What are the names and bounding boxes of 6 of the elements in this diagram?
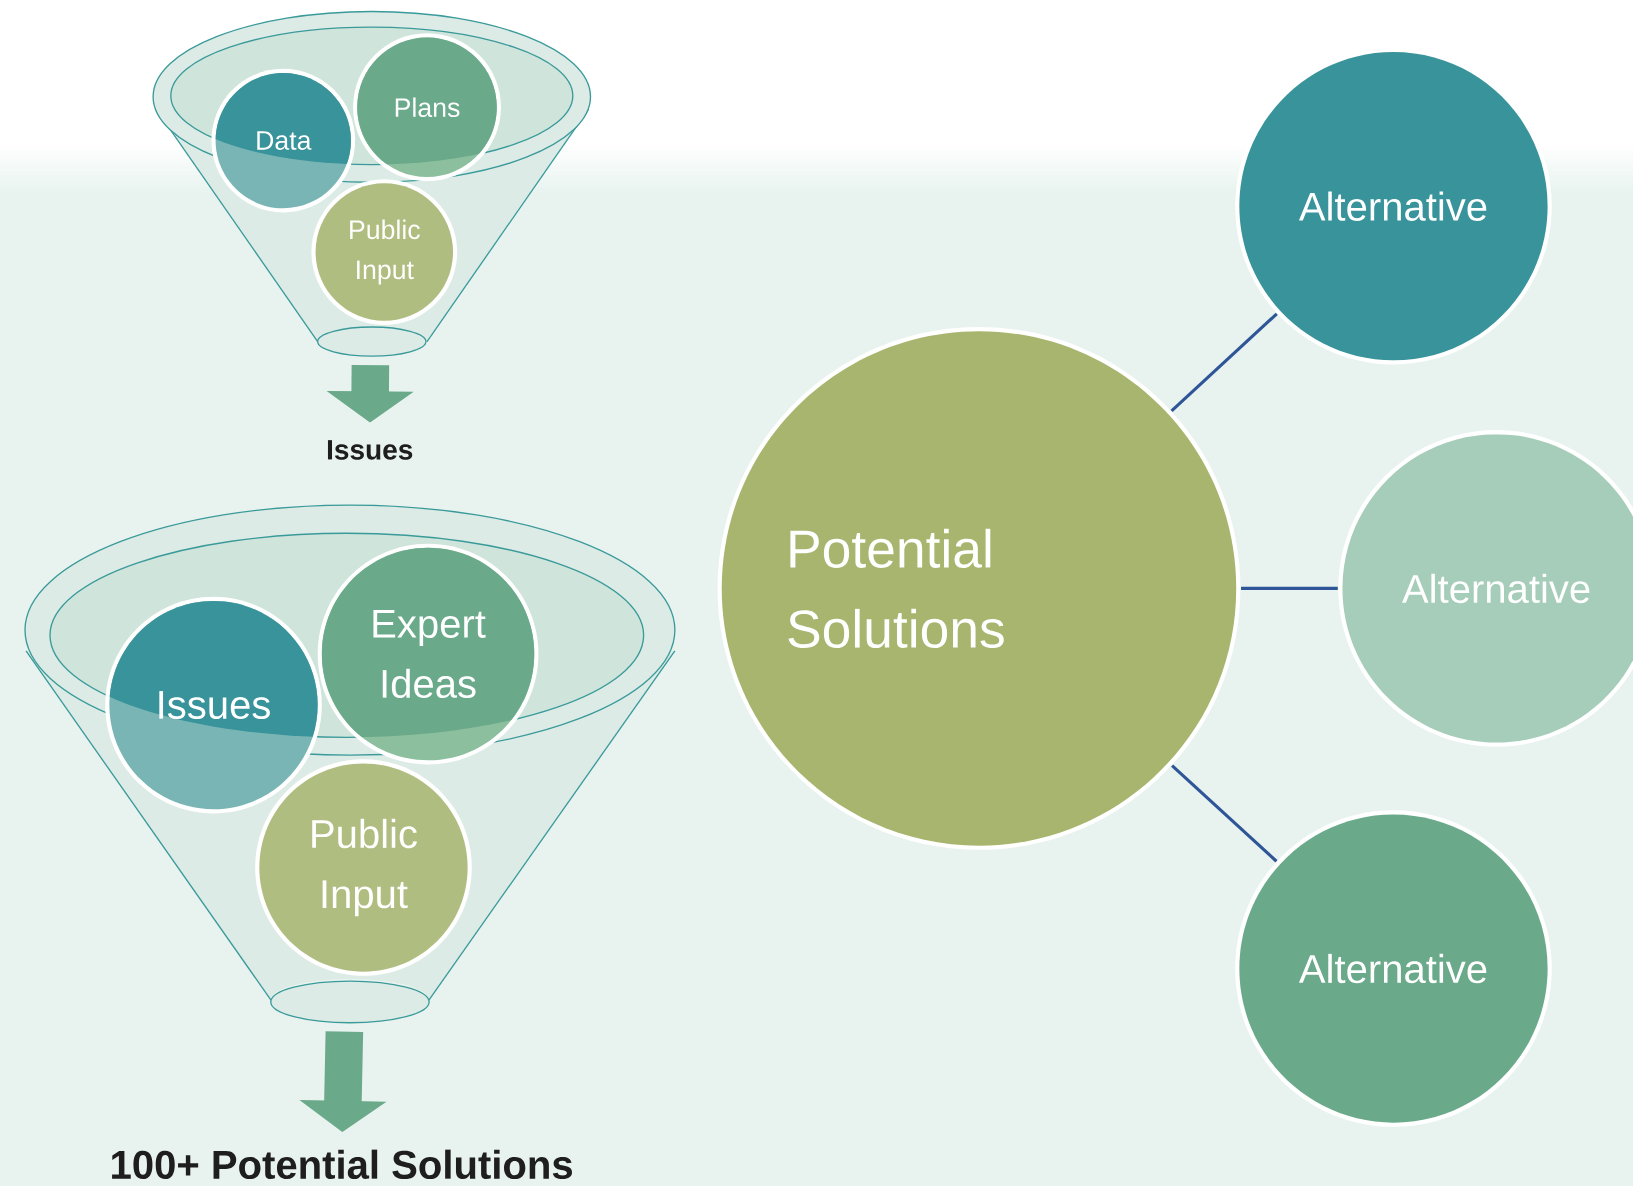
caption-text: 100+ Potential Solutions — [112, 1149, 572, 1179]
caption-text: Issues — [327, 440, 413, 460]
connector-line — [1171, 764, 1278, 863]
connector-line — [1170, 312, 1278, 412]
node-label: Alternative — [1298, 191, 1487, 221]
connector-line — [1241, 586, 1338, 590]
